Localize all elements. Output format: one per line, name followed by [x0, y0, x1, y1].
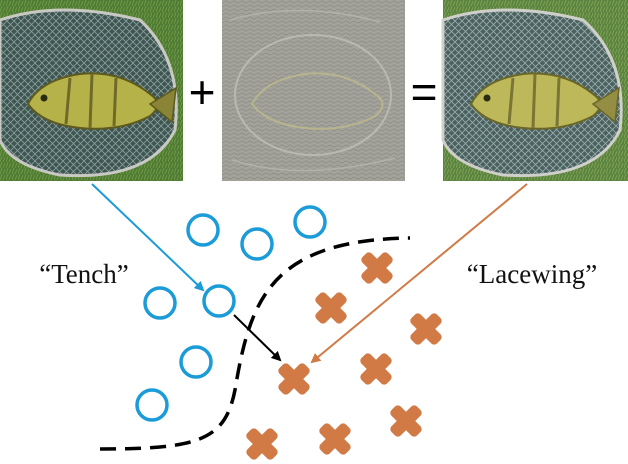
class-b-point: [351, 344, 402, 395]
lacewing-class-points: [237, 243, 452, 464]
class-a-point: [137, 390, 167, 420]
class-b-point: [401, 304, 452, 355]
class-a-point: [295, 207, 325, 237]
class-b-point: [237, 419, 288, 464]
lacewing-class-label: “Lacewing”: [467, 259, 597, 289]
adversarial-image: [443, 0, 628, 181]
tench-class-label: “Tench”: [39, 259, 129, 289]
class-b-point: [381, 396, 432, 447]
class-a-point: [204, 286, 234, 316]
class-b-point: [352, 243, 403, 294]
class-b-point: [306, 283, 357, 334]
original-image: [0, 0, 183, 181]
class-b-point: [310, 414, 361, 464]
class-a-point: [181, 347, 211, 377]
equals-operator: =: [411, 66, 438, 118]
class-a-point: [242, 229, 272, 259]
class-a-point: [188, 215, 218, 245]
perturbation-image: [222, 0, 405, 181]
plus-operator: +: [189, 66, 216, 118]
class-a-point: [145, 288, 175, 318]
